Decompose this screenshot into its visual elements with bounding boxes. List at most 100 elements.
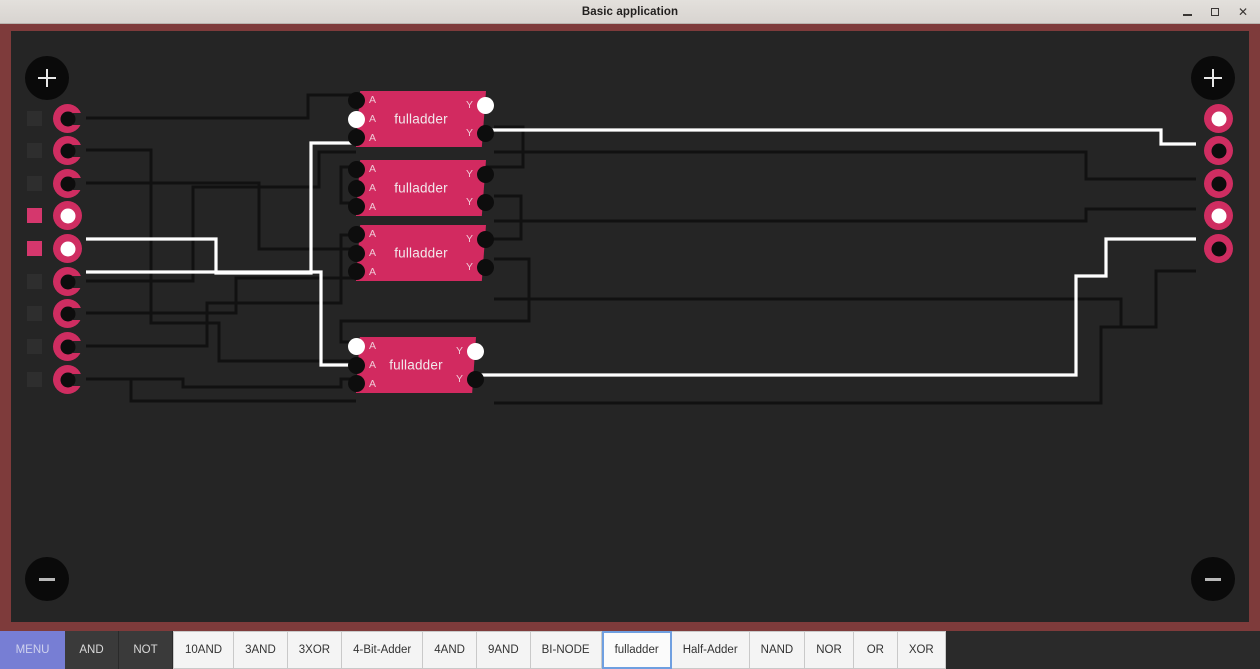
- input-port-3[interactable]: [27, 201, 82, 230]
- output-port-3[interactable]: [1204, 201, 1233, 230]
- wire-low[interactable]: [86, 148, 356, 363]
- toolbar-button-3xor[interactable]: 3XOR: [287, 631, 343, 669]
- wire-low[interactable]: [494, 150, 1196, 181]
- gate-input-pin-0[interactable]: [348, 337, 365, 355]
- toolbar-button-half-adder[interactable]: Half-Adder: [671, 631, 750, 669]
- toolbar-button-not[interactable]: NOT: [119, 631, 173, 669]
- input-port-8[interactable]: [27, 365, 82, 394]
- toolbar-button-3and[interactable]: 3AND: [234, 631, 288, 669]
- toolbar-button-nand[interactable]: NAND: [749, 631, 806, 669]
- gate-input-pin-1[interactable]: [348, 356, 365, 374]
- input-node-5[interactable]: [53, 267, 82, 296]
- input-node-4[interactable]: [53, 234, 82, 263]
- output-node-3[interactable]: [1204, 201, 1233, 230]
- output-node-4[interactable]: [1204, 234, 1233, 263]
- output-port-1[interactable]: [1204, 136, 1233, 165]
- zoom-in-button-left[interactable]: [25, 56, 69, 100]
- gate-input-pin-2[interactable]: [348, 375, 365, 393]
- wire-high[interactable]: [86, 270, 356, 367]
- input-toggle-5[interactable]: [27, 274, 42, 289]
- wire-low[interactable]: [339, 257, 531, 344]
- gate-input-pin-0[interactable]: [348, 91, 365, 109]
- gate-input-pin-1[interactable]: [348, 244, 365, 262]
- gate-output-pin-0[interactable]: [477, 165, 494, 183]
- gate-output-pin-1[interactable]: [477, 258, 494, 276]
- gate-body[interactable]: fulladder: [356, 337, 476, 393]
- gate-output-pin-1[interactable]: [467, 370, 484, 388]
- wire-high[interactable]: [479, 128, 1196, 146]
- gate-input-pin-2[interactable]: [348, 263, 365, 281]
- gate-input-pin-2[interactable]: [348, 198, 365, 216]
- wire-low[interactable]: [86, 377, 356, 403]
- gate-body[interactable]: fulladder: [356, 91, 486, 147]
- output-node-2[interactable]: [1204, 169, 1233, 198]
- input-toggle-8[interactable]: [27, 372, 42, 387]
- toolbar-button-and[interactable]: AND: [65, 631, 119, 669]
- toolbar-button-xor[interactable]: XOR: [897, 631, 946, 669]
- gate-output-pin-0[interactable]: [467, 342, 484, 360]
- gate-body[interactable]: fulladder: [356, 225, 486, 281]
- gate-input-pin-0[interactable]: [348, 160, 365, 178]
- input-port-7[interactable]: [27, 332, 82, 361]
- close-button[interactable]: ✕: [1237, 5, 1249, 19]
- input-port-1[interactable]: [27, 136, 82, 165]
- gate-output-pin-0[interactable]: [477, 230, 494, 248]
- toolbar-button-9and[interactable]: 9AND: [476, 631, 531, 669]
- toolbar-button-nor[interactable]: NOR: [805, 631, 854, 669]
- wire-low[interactable]: [86, 181, 356, 251]
- input-port-4[interactable]: [27, 234, 82, 263]
- input-node-8[interactable]: [53, 365, 82, 394]
- input-toggle-4[interactable]: [27, 241, 42, 256]
- gate-input-pin-1[interactable]: [348, 179, 365, 197]
- input-port-5[interactable]: [27, 267, 82, 296]
- wire-low[interactable]: [86, 233, 356, 348]
- gate-output-pin-1[interactable]: [477, 124, 494, 142]
- gate-output-pin-1[interactable]: [477, 193, 494, 211]
- zoom-out-button-left[interactable]: [25, 557, 69, 601]
- output-port-4[interactable]: [1204, 234, 1233, 263]
- output-node-1[interactable]: [1204, 136, 1233, 165]
- wire-low[interactable]: [86, 93, 356, 120]
- toolbar-button-4and[interactable]: 4AND: [423, 631, 477, 669]
- menu-button[interactable]: MENU: [0, 631, 65, 669]
- input-port-2[interactable]: [27, 169, 82, 198]
- gate-body[interactable]: fulladder: [356, 160, 486, 216]
- wire-low[interactable]: [86, 150, 356, 283]
- wire-low[interactable]: [494, 269, 1196, 329]
- input-toggle-2[interactable]: [27, 176, 42, 191]
- input-node-3[interactable]: [53, 201, 82, 230]
- toolbar-button-or[interactable]: OR: [853, 631, 898, 669]
- wire-high[interactable]: [86, 141, 356, 275]
- input-toggle-7[interactable]: [27, 339, 42, 354]
- wire-high[interactable]: [476, 237, 1196, 377]
- input-toggle-1[interactable]: [27, 143, 42, 158]
- input-toggle-6[interactable]: [27, 306, 42, 321]
- input-port-0[interactable]: [27, 104, 82, 133]
- gate-input-pin-2[interactable]: [348, 129, 365, 147]
- zoom-out-button-right[interactable]: [1191, 557, 1235, 601]
- toolbar-button-bi-node[interactable]: BI-NODE: [530, 631, 602, 669]
- gate-input-pin-1[interactable]: [348, 110, 365, 128]
- gate-input-pin-0[interactable]: [348, 225, 365, 243]
- input-node-2[interactable]: [53, 169, 82, 198]
- output-port-0[interactable]: [1204, 104, 1233, 133]
- wire-low[interactable]: [494, 207, 1196, 223]
- input-node-7[interactable]: [53, 332, 82, 361]
- output-node-0[interactable]: [1204, 104, 1233, 133]
- input-node-1[interactable]: [53, 136, 82, 165]
- toolbar-button-fulladder[interactable]: fulladder: [601, 631, 672, 669]
- zoom-in-button-right[interactable]: [1191, 56, 1235, 100]
- gate-output-pin-0[interactable]: [477, 96, 494, 114]
- maximize-button[interactable]: [1202, 1, 1228, 23]
- toolbar-button-10and[interactable]: 10AND: [173, 631, 235, 669]
- input-port-6[interactable]: [27, 299, 82, 328]
- wire-low[interactable]: [86, 276, 356, 315]
- toolbar-button-4-bit-adder[interactable]: 4-Bit-Adder: [342, 631, 424, 669]
- output-port-2[interactable]: [1204, 169, 1233, 198]
- input-toggle-3[interactable]: [27, 208, 42, 223]
